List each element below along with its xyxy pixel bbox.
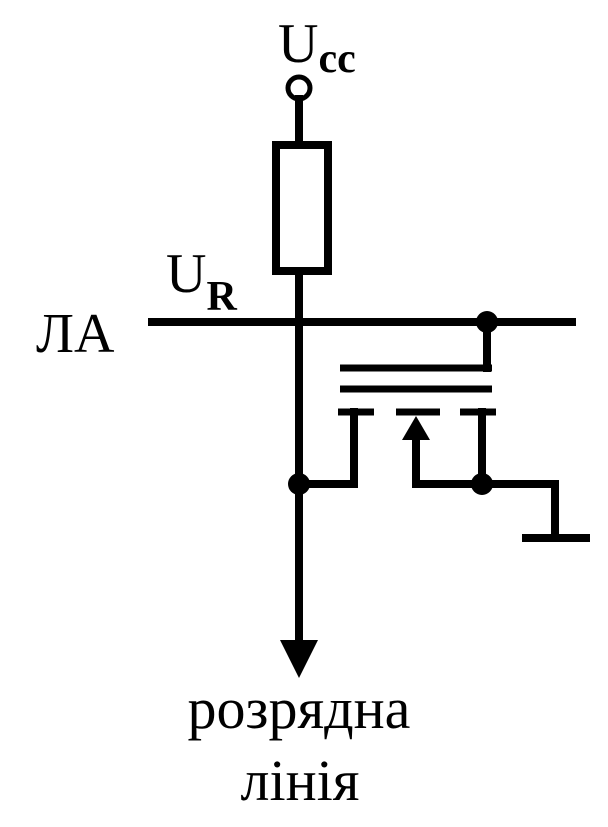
- supply-label-main: U: [278, 13, 318, 75]
- bit-line-arrow: [280, 640, 318, 678]
- resistor-voltage-sub: R: [206, 274, 237, 320]
- resistor-voltage-label: UR: [166, 243, 237, 320]
- drain-wire: [295, 408, 358, 488]
- supply-label-sub: cc: [318, 36, 355, 82]
- drain-junction: [288, 473, 310, 495]
- load-resistor: [272, 141, 332, 275]
- supply-label: Ucc: [278, 13, 356, 82]
- resistor-voltage-main: U: [166, 243, 206, 305]
- address-line-label: ЛА: [36, 303, 115, 365]
- bulk-arrow: [402, 416, 430, 440]
- bit-line-label-2: лінія: [241, 748, 360, 813]
- bit-line-label-1: розрядна: [188, 676, 411, 741]
- bulk-wire: [412, 424, 486, 488]
- ground-wire: [478, 480, 559, 542]
